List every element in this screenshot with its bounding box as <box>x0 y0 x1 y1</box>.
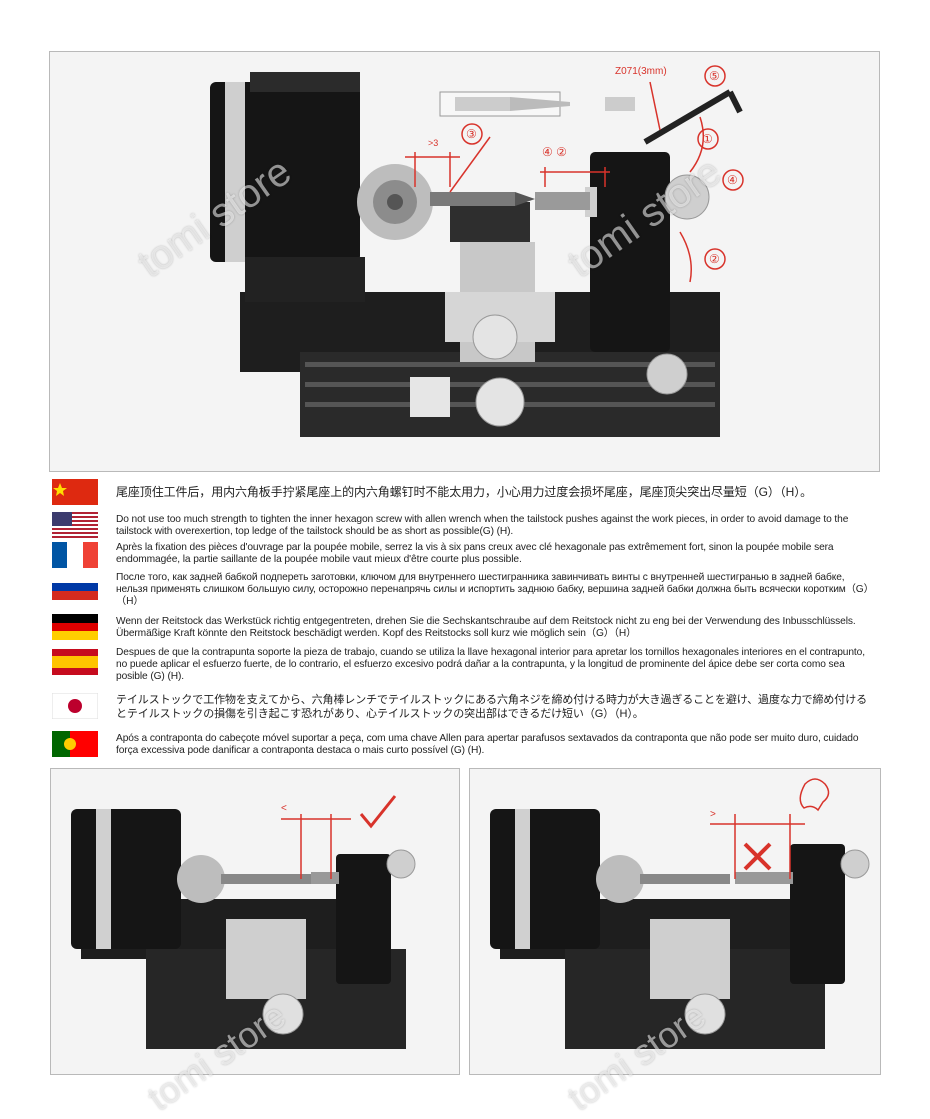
text-us: Do not use too much strength to tighten … <box>116 514 849 537</box>
marker-2: ② <box>709 252 720 266</box>
lang-row-pt: Após a contraponta do cabeçote móvel sup… <box>52 731 872 761</box>
text-pt: Após a contraponta do cabeçote móvel sup… <box>116 733 859 756</box>
lang-row-fr: Après la fixation des pièces d'ouvrage p… <box>52 542 872 570</box>
lang-row-us: Do not use too much strength to tighten … <box>52 512 872 540</box>
gap-label: >3 <box>428 138 438 148</box>
text-cn: 尾座顶住工件后，用内六角板手拧紧尾座上的内六角螺钉时不能太用力，小心用力过度会损… <box>116 485 813 499</box>
correct-example-panel: < <box>50 768 460 1075</box>
marker-3: ③ <box>466 127 477 141</box>
inline-markers: ④ ② <box>542 145 567 159</box>
ok-gap-label: < <box>281 803 287 814</box>
text-fr: Après la fixation des pièces d'ouvrage p… <box>116 542 834 565</box>
flag-fr-icon <box>52 542 98 568</box>
lathe-diagram: Z071(3mm) >3 ④ ② ③ ⑤ ① ④ ② <box>210 65 744 437</box>
incorrect-example-panel: > <box>469 768 881 1075</box>
flag-cn-icon <box>52 479 98 505</box>
lang-row-cn: 尾座顶住工件后，用内六角板手拧紧尾座上的内六角螺钉时不能太用力，小心用力过度会损… <box>52 479 872 509</box>
flag-de-icon <box>52 614 98 640</box>
text-ru: После того, как задней бабкой подпереть … <box>116 572 874 607</box>
lang-row-de: Wenn der Reitstock das Werkstück richtig… <box>52 614 872 644</box>
flag-pt-icon <box>52 731 98 757</box>
marker-5: ⑤ <box>709 69 720 83</box>
marker-1: ① <box>702 132 713 146</box>
marker-4: ④ <box>727 173 738 187</box>
main-diagram-panel: Z071(3mm) >3 ④ ② ③ ⑤ ① ④ ② <box>49 51 880 472</box>
lang-row-ru: После того, как задней бабкой подпереть … <box>52 572 874 612</box>
correct-example-diagram: < <box>71 795 416 1049</box>
lang-row-es: Despues de que la contrapunta soporte la… <box>52 647 872 687</box>
flag-es-icon <box>52 649 98 675</box>
bad-gap-label: > <box>710 809 716 820</box>
text-jp: テイルストックで工作物を支えてから、六角棒レンチでテイルストックにある六角ネジを… <box>116 694 867 720</box>
flag-us-icon <box>52 512 98 538</box>
flag-jp-icon <box>52 693 98 719</box>
flag-ru-icon <box>52 574 98 600</box>
text-es: Despues de que la contrapunta soporte la… <box>116 647 865 682</box>
lang-row-jp: テイルストックで工作物を支えてから、六角棒レンチでテイルストックにある六角ネジを… <box>52 693 872 723</box>
text-de: Wenn der Reitstock das Werkstück richtig… <box>116 616 856 639</box>
part-code-label: Z071(3mm) <box>615 66 667 77</box>
incorrect-example-diagram: > <box>490 778 870 1049</box>
